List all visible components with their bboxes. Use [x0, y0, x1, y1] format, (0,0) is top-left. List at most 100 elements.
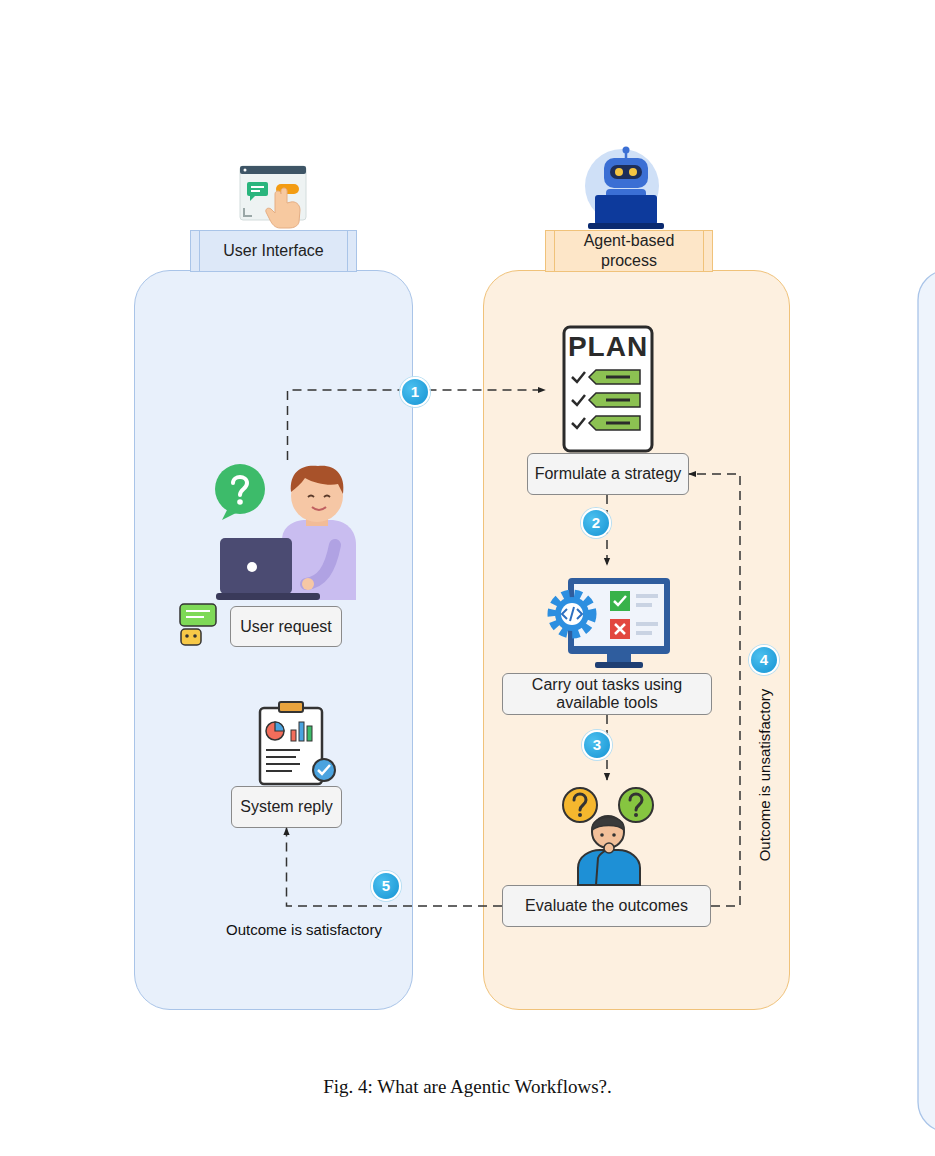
callout-number: 1	[400, 377, 430, 407]
chatbot-icon	[186, 610, 210, 612]
user-illustration	[282, 520, 356, 600]
loop-condition: Outcome is unsatisfactory	[755, 680, 775, 870]
swimlane-panel: User InterfaceUser requestSystem reply	[134, 230, 413, 1010]
plan-clipboard-icon	[606, 399, 630, 402]
side-panel-edge	[918, 270, 935, 1132]
plan-clipboard-icon	[589, 370, 640, 384]
process-label-box: System reply	[231, 786, 342, 828]
evaluator-icon	[619, 788, 653, 822]
dashed-connector	[287, 828, 503, 906]
process-label-box: Formulate a strategy	[527, 453, 689, 495]
computer-tools-icon	[561, 603, 583, 625]
user-illustration	[308, 496, 314, 498]
report-icon	[266, 770, 292, 772]
computer-tools-icon	[636, 631, 652, 635]
ui-window-icon	[251, 190, 260, 192]
computer-tools-icon	[595, 662, 643, 668]
plan-clipboard-icon	[572, 418, 585, 428]
user-illustration	[306, 545, 335, 584]
report-icon	[275, 722, 284, 731]
chatbot-icon	[185, 634, 189, 638]
user-illustration	[215, 464, 356, 600]
process-label-box: Carry out tasks using available tools	[502, 673, 712, 715]
computer-tools-icon	[607, 654, 631, 664]
robot-icon	[585, 149, 659, 223]
robot-icon	[585, 147, 664, 230]
plan-clipboard-icon	[589, 416, 640, 430]
process-node: Carry out tasks using available tools	[502, 565, 712, 715]
report-icon	[307, 726, 312, 741]
report-icon	[266, 763, 300, 765]
callout-number: 5	[371, 871, 401, 901]
user-illustration	[216, 593, 320, 600]
user-illustration	[291, 466, 344, 494]
report-icon	[260, 702, 335, 784]
ui-window-icon	[250, 196, 255, 201]
computer-tools-icon	[610, 619, 630, 639]
report-icon	[299, 722, 304, 741]
process-label-box: Evaluate the outcomes	[502, 885, 711, 927]
process-node: Evaluate the outcomes	[502, 780, 711, 927]
plan-heading: PLAN	[564, 330, 652, 364]
ui-window-icon	[247, 182, 268, 196]
callout-number: 4	[749, 645, 779, 675]
computer-tools-icon	[636, 622, 658, 626]
ui-window-icon	[240, 166, 306, 228]
computer-tools-icon	[552, 594, 592, 634]
report-icon	[266, 749, 300, 751]
computer-tools-icon	[636, 594, 658, 598]
robot-icon	[623, 147, 630, 154]
report-icon	[291, 730, 296, 741]
ui-window-icon	[244, 169, 247, 172]
computer-tools-icon	[568, 578, 670, 654]
computer-tools-icon	[562, 607, 582, 621]
report-icon	[266, 756, 296, 758]
user-illustration	[324, 496, 330, 498]
evaluator-icon	[604, 843, 614, 853]
user-illustration	[220, 538, 292, 594]
user-illustration	[233, 477, 247, 495]
evaluator-icon	[563, 788, 597, 822]
computer-tools-icon	[555, 597, 589, 631]
process-node: System reply	[231, 700, 342, 828]
computer-tools-icon	[552, 578, 670, 668]
plan-clipboard-icon	[572, 372, 585, 382]
ui-window-icon	[240, 166, 306, 220]
process-label-box: User request	[230, 606, 342, 647]
evaluator-icon	[592, 817, 624, 830]
user-illustration	[222, 508, 238, 520]
plan-clipboard-icon	[564, 327, 652, 451]
user-illustration	[302, 578, 314, 590]
report-icon	[313, 759, 335, 781]
ui-window-icon	[251, 186, 264, 188]
process-node: User request	[215, 460, 360, 648]
dashed-connector	[689, 474, 740, 906]
evaluator-icon	[630, 794, 642, 810]
robot-icon	[629, 168, 637, 176]
computer-tools-icon	[636, 603, 652, 607]
callout-number: 3	[582, 730, 612, 760]
plan-clipboard-icon	[589, 393, 640, 407]
evaluator-icon	[596, 848, 610, 885]
computer-tools-icon	[610, 591, 630, 611]
plan-clipboard-icon	[564, 327, 652, 451]
user-illustration	[291, 470, 343, 522]
ui-window-icon	[266, 188, 300, 228]
robot-icon	[595, 195, 657, 225]
user-illustration	[247, 562, 257, 572]
evaluator-icon	[592, 816, 624, 848]
plan-clipboard-icon	[606, 422, 630, 425]
computer-tools-icon	[614, 596, 626, 605]
plan-clipboard-icon	[572, 395, 585, 405]
evaluator-icon	[612, 833, 616, 837]
evaluator-icon	[634, 813, 638, 817]
lane-header: Agent-based process	[545, 230, 713, 272]
lane-header: User Interface	[190, 230, 357, 272]
user-illustration	[312, 507, 326, 510]
user-illustration	[215, 464, 265, 514]
user-illustration	[237, 499, 243, 505]
exit-condition: Outcome is satisfactory	[198, 920, 410, 940]
chatbot-icon	[186, 616, 204, 618]
